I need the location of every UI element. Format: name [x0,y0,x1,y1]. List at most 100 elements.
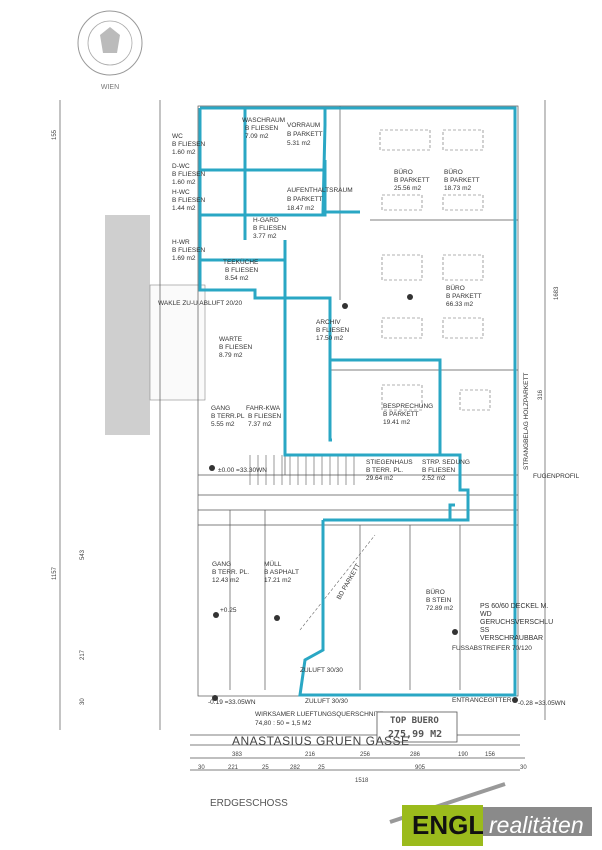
svg-text:STRP. SEDUNG: STRP. SEDUNG [422,459,470,466]
svg-text:316: 316 [538,389,544,400]
svg-text:AUFENTHALTSRAUM: AUFENTHALTSRAUM [287,187,353,194]
svg-text:GANG: GANG [212,561,231,568]
svg-text:WARTE: WARTE [219,336,243,343]
svg-text:18.73 m2: 18.73 m2 [444,185,471,192]
svg-text:18.47 m2: 18.47 m2 [287,205,314,212]
svg-text:B ASPHALT: B ASPHALT [264,569,299,576]
svg-text:-0.19 =33.05WN: -0.19 =33.05WN [208,699,256,706]
svg-text:B TERR.PL: B TERR.PL [211,413,245,420]
svg-text:17.21 m2: 17.21 m2 [264,577,291,584]
svg-text:B PARKETT: B PARKETT [444,177,480,184]
svg-text:156: 156 [485,752,496,758]
svg-text:B TERR. PL.: B TERR. PL. [212,569,249,576]
svg-text:B TERR. PL.: B TERR. PL. [366,467,403,474]
svg-text:29.64 m2: 29.64 m2 [366,475,393,482]
svg-text:286: 286 [410,752,421,758]
svg-text:FUGENPROFIL: FUGENPROFIL [533,473,580,480]
svg-text:1157: 1157 [52,566,58,580]
svg-text:VORRAUM: VORRAUM [287,122,320,129]
svg-text:FUSSABSTREIFER 70/120: FUSSABSTREIFER 70/120 [452,645,532,652]
svg-text:383: 383 [232,752,243,758]
svg-text:BÜRO: BÜRO [446,284,465,292]
svg-text:1.44 m2: 1.44 m2 [172,205,196,212]
svg-text:190: 190 [458,752,469,758]
svg-text:TEEKÜCHE: TEEKÜCHE [223,258,259,266]
svg-text:WASCHRAUM: WASCHRAUM [242,117,285,124]
room-label: AUFENTHALTSRAUM B PARKETT 18.47 m2 [287,187,353,212]
svg-text:66.33 m2: 66.33 m2 [446,301,473,308]
svg-text:30: 30 [198,765,205,771]
svg-text:TOP BUERO: TOP BUERO [390,716,439,726]
svg-text:217: 217 [80,649,86,660]
svg-text:B PARKETT: B PARKETT [383,411,419,418]
svg-text:7.37 m2: 7.37 m2 [248,421,272,428]
svg-text:B PARKETT: B PARKETT [287,131,323,138]
svg-text:MÜLL: MÜLL [264,560,282,568]
engl-logo: ENGL realitäten [402,805,592,846]
svg-text:543: 543 [80,549,86,560]
svg-text:1.60 m2: 1.60 m2 [172,179,196,186]
svg-text:BÜRO: BÜRO [394,168,413,176]
svg-text:B FLIESEN: B FLIESEN [225,267,259,274]
svg-text:B FLIESEN: B FLIESEN [172,141,206,148]
svg-text:1518: 1518 [355,778,369,784]
svg-text:30: 30 [520,765,527,771]
svg-text:256: 256 [360,752,371,758]
svg-text:H-WC: H-WC [172,189,190,196]
svg-text:-0.28 =33.05WN: -0.28 =33.05WN [518,700,566,707]
dimension-labels: 383 216 256 286 190 156 30 221 25 282 25… [52,129,560,784]
logo-brand: ENGL [402,805,484,846]
svg-text:B FLIESEN: B FLIESEN [245,125,279,132]
svg-text:7.09 m2: 7.09 m2 [245,133,269,140]
furniture [299,129,491,631]
svg-text:25: 25 [262,765,269,771]
level-markers [209,294,518,703]
svg-text:B STEIN: B STEIN [426,597,452,604]
unit-outline [198,106,517,697]
svg-text:12.43 m2: 12.43 m2 [212,577,239,584]
svg-text:WC: WC [172,133,183,140]
architect-seal: WIEN [75,5,145,93]
svg-text:1.69 m2: 1.69 m2 [172,255,196,262]
svg-text:WIRKSAMER LUEFTUNGSQUERSCHNITT: WIRKSAMER LUEFTUNGSQUERSCHNITT [255,711,383,718]
svg-text:2.52 m2: 2.52 m2 [422,475,446,482]
svg-text:BD PARKETT: BD PARKETT [336,563,362,601]
svg-text:B PARKETT: B PARKETT [394,177,430,184]
svg-text:FAHR-KWA: FAHR-KWA [246,405,281,412]
svg-text:74,80 : 50 = 1,5 M2: 74,80 : 50 = 1,5 M2 [255,720,312,727]
street-name: ANASTASIUS GRUEN GASSE [232,734,409,748]
svg-text:8.79 m2: 8.79 m2 [219,352,243,359]
svg-text:WAKLE ZU-U ABLUFT 20/20: WAKLE ZU-U ABLUFT 20/20 [158,300,243,307]
svg-text:GANG: GANG [211,405,230,412]
logo-tagline: realitäten [483,807,592,838]
svg-text:8.54 m2: 8.54 m2 [225,275,249,282]
svg-text:ARCHIV: ARCHIV [316,319,341,326]
svg-text:ZULUFT 30/30: ZULUFT 30/30 [300,667,343,674]
svg-text:B FLIESEN: B FLIESEN [253,225,287,232]
svg-text:B PARKETT: B PARKETT [287,196,323,203]
svg-text:B FLIESEN: B FLIESEN [422,467,456,474]
svg-text:STIEGENHAUS: STIEGENHAUS [366,459,413,466]
svg-text:25.56 m2: 25.56 m2 [394,185,421,192]
svg-text:B FLIESEN: B FLIESEN [316,327,350,334]
svg-text:282: 282 [290,765,301,771]
svg-text:1683: 1683 [554,286,560,300]
svg-text:BÜRO: BÜRO [426,588,445,596]
svg-text:3.77 m2: 3.77 m2 [253,233,277,240]
svg-text:BÜRO: BÜRO [444,168,463,176]
svg-text:WIEN: WIEN [101,84,119,91]
